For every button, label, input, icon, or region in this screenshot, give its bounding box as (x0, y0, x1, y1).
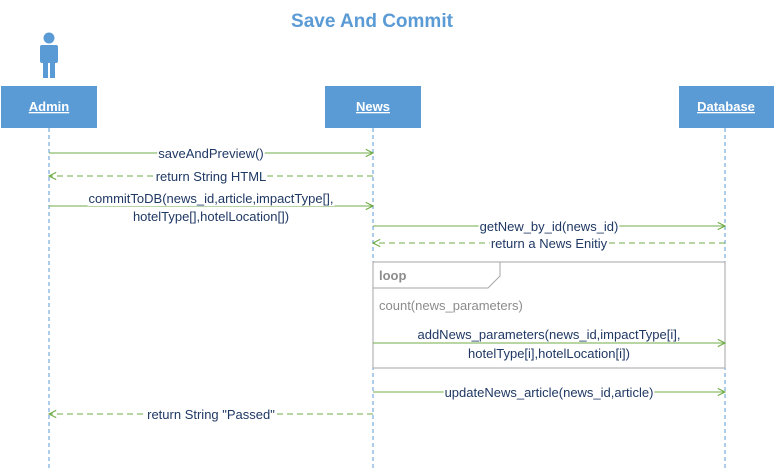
message-label-1: saveAndPreview() (158, 146, 264, 161)
message-label-6-line-1: addNews_parameters(news_id,impactType[i]… (417, 327, 680, 342)
lane-header-admin[interactable]: Admin (1, 86, 97, 128)
message-label-backdrop (157, 146, 265, 161)
lane-label-news: News (356, 99, 390, 114)
message-label-backdrop (489, 236, 609, 251)
loop-label: loop (379, 268, 406, 283)
message-label-7: updateNews_article(news_id,article) (445, 385, 654, 400)
lane-label-database: Database (697, 99, 755, 114)
diagram-title: Save And Commit (291, 11, 454, 32)
person-icon (40, 32, 58, 78)
message-label-4: getNew_by_id(news_id) (480, 219, 619, 234)
loop-fragment: loop count(news_parameters) (372, 261, 726, 369)
message-label-2: return String HTML (156, 169, 267, 184)
message-label-5: return a News Enitiy (491, 236, 608, 251)
message-label-backdrop (131, 209, 291, 224)
message-label-8: return String "Passed" (147, 407, 275, 422)
lane-label-admin: Admin (29, 99, 70, 114)
message-label-backdrop (87, 191, 335, 206)
loop-condition: count(news_parameters) (379, 298, 523, 313)
message-label-backdrop (146, 407, 277, 422)
message-label-3-line-2: hotelType[],hotelLocation[]) (133, 209, 289, 224)
message-label-backdrop (467, 346, 631, 361)
message-label-backdrop (443, 385, 655, 400)
message-label-3-line-1: commitToDB(news_id,article,impactType[], (89, 191, 334, 206)
message-label-backdrop (154, 169, 268, 184)
messages: saveAndPreview() return String HTML commit… (49, 146, 725, 422)
message-label-backdrop (416, 327, 682, 342)
message-label-backdrop (478, 219, 620, 234)
message-label-6-line-2: hotelType[i],hotelLocation[i]) (468, 346, 630, 361)
lane-header-database[interactable]: Database (679, 86, 774, 128)
lane-header-news[interactable]: News (325, 86, 421, 128)
